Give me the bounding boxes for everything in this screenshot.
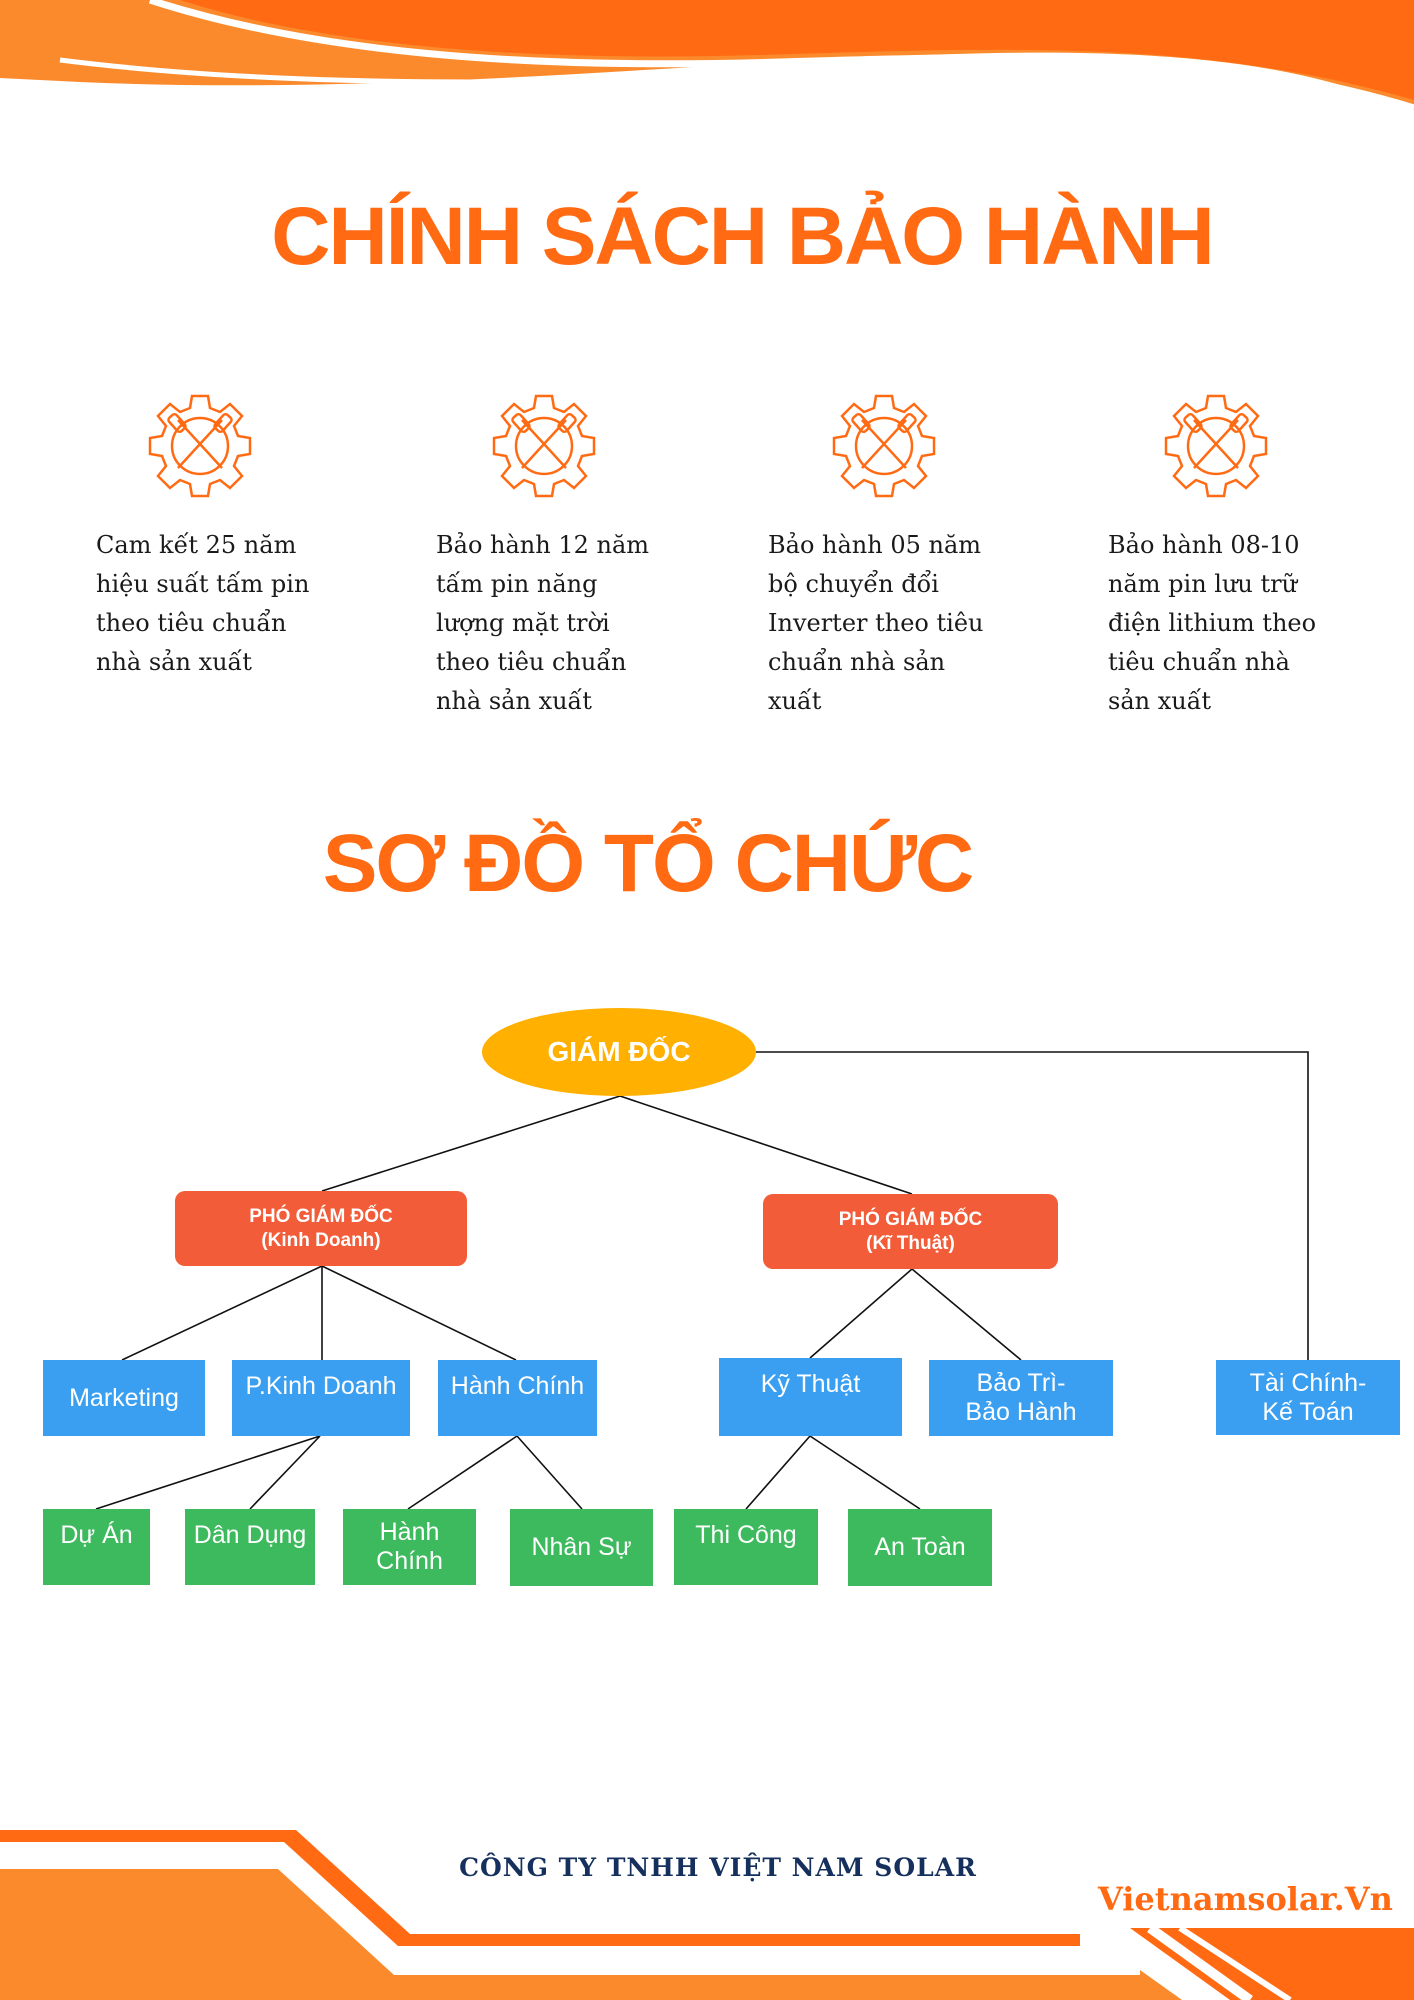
ceo-node: GIÁM ĐỐC bbox=[482, 1008, 756, 1096]
department-sales: P.Kinh Doanh bbox=[232, 1360, 410, 1436]
team-admin: Hành Chính bbox=[343, 1509, 476, 1585]
gear-tools-icon bbox=[1160, 390, 1272, 502]
warranty-item-solar-panel: Bảo hành 12 năm tấm pin năng lượng mặt t… bbox=[436, 531, 650, 715]
team-projects: Dự Án bbox=[43, 1509, 150, 1585]
department-marketing: Marketing bbox=[43, 1360, 205, 1436]
warranty-section-title: CHÍNH SÁCH BẢO HÀNH bbox=[271, 191, 1214, 282]
website-link[interactable]: Vietnamsolar.Vn bbox=[1098, 1880, 1393, 1918]
org-chart-title: SƠ ĐỒ TỔ CHỨC bbox=[322, 818, 975, 909]
department-finance-accounting: Tài Chính- Kế Toán bbox=[1216, 1360, 1400, 1435]
company-name: CÔNG TY TNHH VIỆT NAM SOLAR bbox=[459, 1853, 977, 1882]
warranty-item-panel-performance: Cam kết 25 năm hiệu suất tấm pin theo ti… bbox=[96, 531, 310, 676]
gear-tools-icon bbox=[144, 390, 256, 502]
deputy-director-business-node: PHÓ GIÁM ĐỐC (Kinh Doanh) bbox=[175, 1191, 467, 1266]
gear-tools-icon bbox=[488, 390, 600, 502]
team-residential: Dân Dụng bbox=[185, 1509, 315, 1585]
team-human-resources: Nhân Sự bbox=[510, 1509, 653, 1586]
department-technical: Kỹ Thuật bbox=[719, 1358, 902, 1436]
department-administration: Hành Chính bbox=[438, 1360, 597, 1436]
deputy-director-technical-node: PHÓ GIÁM ĐỐC (Kĩ Thuật) bbox=[763, 1194, 1058, 1269]
team-construction: Thi Công bbox=[674, 1509, 818, 1585]
footer-decoration bbox=[0, 1830, 1414, 2000]
header-wave-decoration bbox=[0, 0, 1414, 115]
gear-tools-icon bbox=[828, 390, 940, 502]
department-maintenance-warranty: Bảo Trì- Bảo Hành bbox=[929, 1360, 1113, 1436]
warranty-item-inverter: Bảo hành 05 năm bộ chuyển đổi Inverter t… bbox=[768, 531, 984, 715]
team-safety: An Toàn bbox=[848, 1509, 992, 1586]
warranty-item-lithium-battery: Bảo hành 08-10 năm pin lưu trữ điện lith… bbox=[1108, 531, 1317, 715]
